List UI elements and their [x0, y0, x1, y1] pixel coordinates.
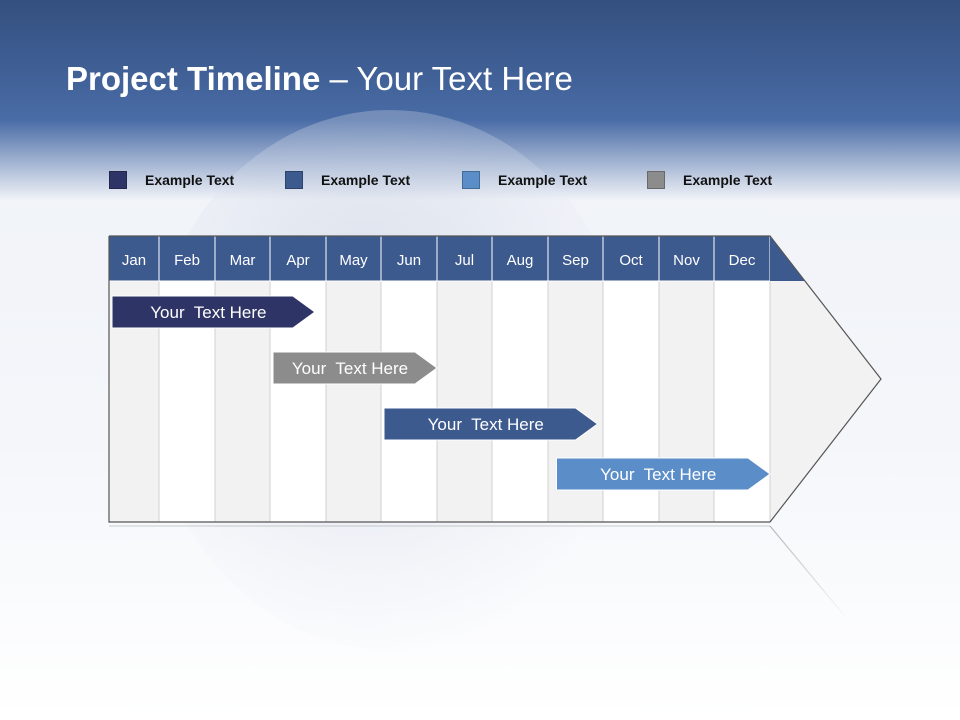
month-header-cell — [269, 235, 327, 282]
legend-swatch-3 — [462, 171, 480, 189]
month-header-cell — [658, 235, 715, 282]
legend-label-2: Example Text — [321, 172, 411, 188]
title-rest: – Your Text Here — [320, 60, 573, 97]
month-header-cell — [436, 235, 493, 282]
legend-swatch-4 — [647, 171, 665, 189]
month-label: Dec — [729, 252, 756, 269]
month-header-cell — [158, 235, 216, 282]
legend-item-4: Example Text — [647, 170, 772, 190]
month-label: Jan — [122, 252, 146, 269]
month-column — [380, 280, 438, 523]
month-label: May — [339, 252, 368, 269]
reflection-diagonal-line — [769, 525, 849, 621]
month-label: Jul — [455, 252, 474, 269]
arrow-outline — [108, 235, 882, 523]
task-label: Your Text Here — [600, 465, 716, 484]
title-bold: Project Timeline — [66, 60, 321, 97]
month-label: Sep — [562, 252, 589, 269]
page-title: Project Timeline – Your Text Here — [66, 60, 573, 98]
legend-swatch-1 — [109, 171, 127, 189]
month-header-cell — [108, 235, 160, 282]
task-bar — [272, 351, 438, 385]
month-label: Mar — [230, 252, 256, 269]
task-label: Your Text Here — [428, 415, 544, 434]
legend-label-3: Example Text — [498, 172, 588, 188]
arrow-head-fill — [770, 236, 881, 522]
month-label: Feb — [174, 252, 200, 269]
legend-swatch-2 — [285, 171, 303, 189]
month-label: Apr — [286, 252, 309, 269]
month-column — [436, 280, 493, 523]
month-label: Aug — [507, 252, 534, 269]
month-label: Jun — [397, 252, 421, 269]
month-header-cell — [713, 235, 771, 282]
legend-label-4: Example Text — [683, 172, 773, 188]
month-header-cell — [380, 235, 438, 282]
month-label: Oct — [619, 252, 643, 269]
legend-item-3: Example Text — [462, 170, 587, 190]
task-label: Your Text Here — [292, 359, 408, 378]
month-column — [491, 280, 549, 523]
month-header-cell — [325, 235, 382, 282]
task-bar — [556, 457, 771, 491]
legend-label-1: Example Text — [145, 172, 235, 188]
task-bar — [111, 295, 316, 329]
task-label: Your Text Here — [150, 303, 266, 322]
legend-item-2: Example Text — [285, 170, 410, 190]
task-bar — [383, 407, 599, 441]
month-label: Nov — [673, 252, 700, 269]
month-column — [325, 280, 382, 523]
legend-item-1: Example Text — [109, 170, 234, 190]
